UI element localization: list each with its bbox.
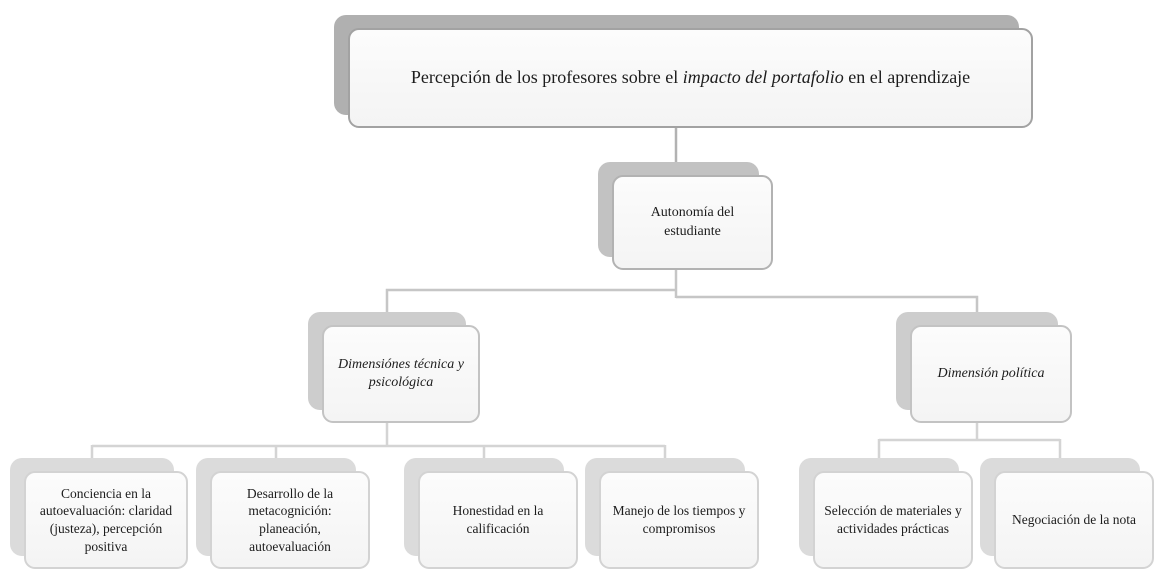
node-dimension-politica-label: Dimensión política (937, 365, 1045, 381)
node-leaf-honestidad: Honestidad en la calificación (404, 458, 578, 569)
node-root-title: Percepción de los profesores sobre el im… (334, 15, 1033, 128)
node-leaf-label: Selección de materiales y actividades pr… (824, 503, 962, 536)
node-leaf-box: Desarrollo de la metacognición: planeaci… (210, 471, 370, 569)
node-leaf-box: Honestidad en la calificación (418, 471, 578, 569)
node-leaf-box: Conciencia en la autoevaluación: clarida… (24, 471, 188, 569)
node-leaf-negociacion: Negociación de la nota (980, 458, 1154, 569)
node-leaf-box: Negociación de la nota (994, 471, 1154, 569)
node-leaf-label: Honestidad en la calificación (452, 503, 544, 536)
node-autonomia-box: Autonomía del estudiante (612, 175, 773, 270)
node-autonomia-label: Autonomía del estudiante (650, 205, 735, 239)
node-dimension-politica-box: Dimensión política (910, 325, 1072, 423)
node-dimension-tecnica-label: Dimensiónes técnica y psicológica (338, 356, 464, 390)
node-dimension-tecnica: Dimensiónes técnica y psicológica (308, 312, 480, 423)
node-root-label: Percepción de los profesores sobre el im… (410, 67, 971, 88)
node-leaf-label: Negociación de la nota (1011, 512, 1137, 528)
node-leaf-label: Conciencia en la autoevaluación: clarida… (39, 485, 173, 554)
node-leaf-seleccion: Selección de materiales y actividades pr… (799, 458, 973, 569)
node-leaf-box: Selección de materiales y actividades pr… (813, 471, 973, 569)
node-leaf-metacognicion: Desarrollo de la metacognición: planeaci… (196, 458, 370, 569)
node-leaf-conciencia: Conciencia en la autoevaluación: clarida… (10, 458, 188, 569)
node-leaf-tiempos: Manejo de los tiempos y compromisos (585, 458, 759, 569)
node-dimension-tecnica-box: Dimensiónes técnica y psicológica (322, 325, 480, 423)
node-root-box: Percepción de los profesores sobre el im… (348, 28, 1033, 128)
node-leaf-box: Manejo de los tiempos y compromisos (599, 471, 759, 569)
node-autonomia: Autonomía del estudiante (598, 162, 773, 270)
node-leaf-label: Desarrollo de la metacognición: planeaci… (246, 485, 334, 554)
node-dimension-politica: Dimensión política (896, 312, 1072, 423)
node-leaf-label: Manejo de los tiempos y compromisos (612, 503, 746, 536)
